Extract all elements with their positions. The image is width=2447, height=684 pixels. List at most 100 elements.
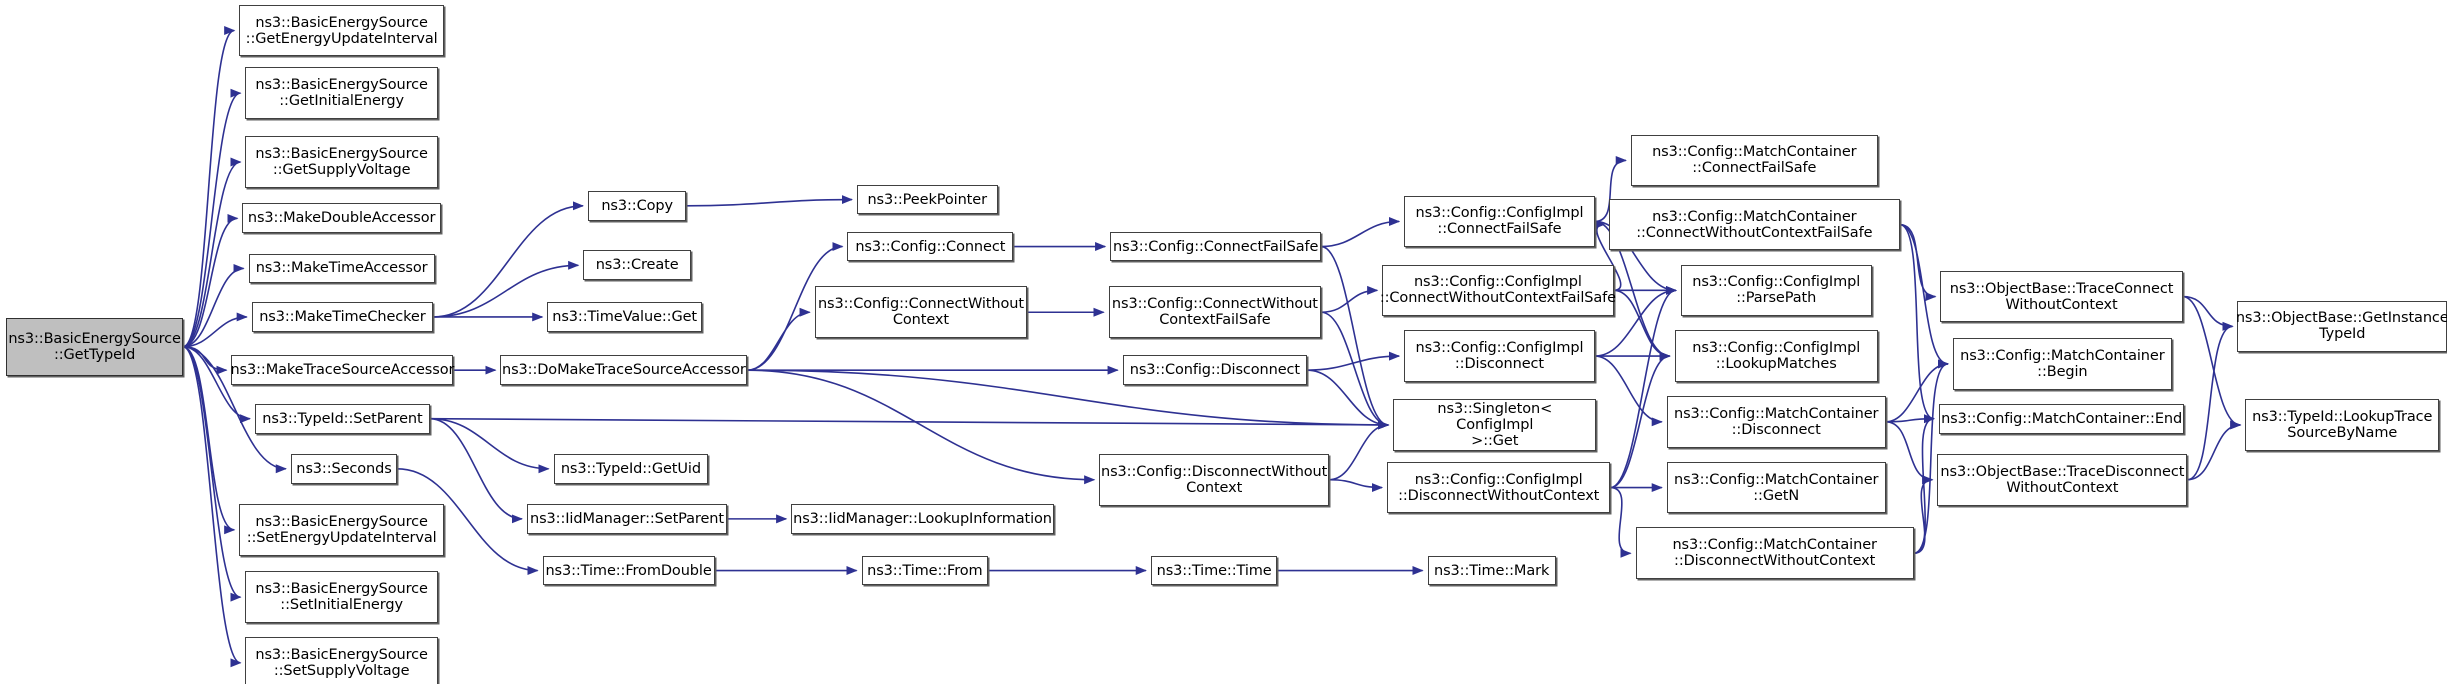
graph-node-label: ns3::IidManager::SetParent xyxy=(530,510,724,527)
graph-node-label: ns3::Config::ConnectWithout Context xyxy=(817,296,1024,329)
graph-edge xyxy=(433,201,585,318)
graph-node[interactable]: ns3::Singleton< ConfigImpl >::Get xyxy=(1393,399,1597,451)
graph-node[interactable]: ns3::BasicEnergySource ::SetInitialEnerg… xyxy=(245,571,438,623)
graph-node[interactable]: ns3::Config::ConnectWithout ContextFailS… xyxy=(1108,286,1322,339)
graph-node-label: ns3::MakeDoubleAccessor xyxy=(247,210,436,227)
graph-node[interactable]: ns3::BasicEnergySource ::GetInitialEnerg… xyxy=(245,67,438,119)
graph-node[interactable]: ns3::Seconds xyxy=(290,453,398,484)
graph-node[interactable]: ns3::BasicEnergySource ::SetEnergyUpdate… xyxy=(239,504,445,556)
graph-node-label: ns3::Config::MatchContainer ::ConnectFai… xyxy=(1652,144,1857,177)
graph-edge xyxy=(1610,486,1632,558)
graph-node[interactable]: ns3::Config::ConfigImpl ::ParsePath xyxy=(1680,264,1872,317)
graph-node-label: ns3::Config::ConfigImpl ::Disconnect xyxy=(1415,340,1584,373)
graph-node[interactable]: ns3::Time::FromDouble xyxy=(542,555,715,586)
graph-node[interactable]: ns3::MakeTraceSourceAccessor xyxy=(230,355,454,386)
graph-node-label: ns3::BasicEnergySource ::GetSupplyVoltag… xyxy=(255,145,428,178)
graph-node[interactable]: ns3::TypeId::GetUid xyxy=(553,453,709,484)
graph-edge xyxy=(1321,217,1401,248)
graph-edge xyxy=(1329,478,1384,493)
graph-node-label: ns3::Config::ConfigImpl ::ParsePath xyxy=(1692,274,1861,307)
graph-node-label: ns3::BasicEnergySource ::GetInitialEnerg… xyxy=(255,77,428,110)
graph-node-label: ns3::Config::ConfigImpl ::DisconnectWith… xyxy=(1398,471,1600,504)
graph-node[interactable]: ns3::Time::Time xyxy=(1150,555,1278,586)
graph-node[interactable]: ns3::Config::MatchContainer ::Begin xyxy=(1952,338,2172,390)
graph-node[interactable]: ns3::IidManager::SetParent xyxy=(526,504,728,534)
graph-node-label: ns3::BasicEnergySource ::SetEnergyUpdate… xyxy=(246,513,437,546)
graph-node-label: ns3::Config::MatchContainer ::Disconnect xyxy=(1673,405,1879,438)
graph-node[interactable]: ns3::Config::MatchContainer ::Disconnect xyxy=(1666,396,1886,448)
graph-edge xyxy=(2187,420,2242,481)
graph-edge xyxy=(1885,414,1935,424)
graph-edge xyxy=(2187,321,2234,481)
graph-node-label: ns3::TimeValue::Get xyxy=(552,308,698,325)
graph-edge xyxy=(2182,295,2234,331)
graph-node[interactable]: ns3::Copy xyxy=(587,190,687,221)
graph-node[interactable]: ns3::Config::ConfigImpl ::ConnectFailSaf… xyxy=(1404,195,1595,248)
graph-edge xyxy=(1610,285,1677,489)
graph-node[interactable]: ns3::TimeValue::Get xyxy=(547,302,703,332)
graph-node[interactable]: ns3::BasicEnergySource ::GetSupplyVoltag… xyxy=(245,136,438,188)
graph-node-label: ns3::Time::Time xyxy=(1156,562,1272,579)
graph-node[interactable]: ns3::Config::ConfigImpl ::Disconnect xyxy=(1404,330,1595,382)
graph-edge xyxy=(1328,420,1390,481)
graph-node[interactable]: ns3::MakeDoubleAccessor xyxy=(242,203,441,234)
graph-edge xyxy=(182,263,245,348)
graph-node[interactable]: ns3::PeekPointer xyxy=(856,184,998,215)
graph-node-label: ns3::IidManager::LookupInformation xyxy=(793,510,1052,527)
graph-node-label: ns3::Config::Disconnect xyxy=(1129,362,1301,379)
graph-node-label: ns3::Seconds xyxy=(296,460,392,477)
graph-edge xyxy=(1610,351,1671,489)
graph-edge xyxy=(1913,475,1934,555)
graph-node-label: ns3::Singleton< ConfigImpl >::Get xyxy=(1437,400,1553,449)
graph-node[interactable]: ns3::Config::ConfigImpl ::LookupMatches xyxy=(1674,330,1878,382)
graph-node-label: ns3::Config::ConfigImpl ::ConnectWithout… xyxy=(1379,274,1616,307)
graph-node[interactable]: ns3::Config::ConnectWithout Context xyxy=(814,286,1028,339)
graph-node-label: ns3::Config::MatchContainer ::ConnectWit… xyxy=(1636,208,1873,241)
graph-node[interactable]: ns3::BasicEnergySource ::SetSupplyVoltag… xyxy=(245,637,438,684)
graph-node-label: ns3::Config::ConfigImpl ::ConnectFailSaf… xyxy=(1415,205,1584,238)
graph-node[interactable]: ns3::MakeTimeChecker xyxy=(251,302,434,332)
graph-node[interactable]: ns3::Config::MatchContainer ::ConnectFai… xyxy=(1630,134,1878,187)
graph-edge xyxy=(182,345,242,668)
graph-node-root[interactable]: ns3::BasicEnergySource ::GetTypeId xyxy=(6,317,183,376)
graph-node[interactable]: ns3::Config::MatchContainer ::ConnectWit… xyxy=(1608,198,1900,251)
graph-node[interactable]: ns3::Config::MatchContainer ::GetN xyxy=(1666,461,1886,514)
graph-node[interactable]: ns3::Config::DisconnectWithout Context xyxy=(1099,453,1330,506)
graph-node[interactable]: ns3::Config::ConfigImpl ::DisconnectWith… xyxy=(1386,461,1611,514)
graph-edge xyxy=(1899,223,1937,302)
graph-node[interactable]: ns3::ObjectBase::GetInstance TypeId xyxy=(2236,300,2447,353)
graph-node[interactable]: ns3::MakeTimeAccessor xyxy=(248,253,435,284)
graph-node[interactable]: ns3::Config::MatchContainer ::Disconnect… xyxy=(1635,527,1914,580)
graph-edge xyxy=(1885,421,1934,485)
graph-node[interactable]: ns3::ObjectBase::TraceConnect WithoutCon… xyxy=(1940,270,2183,323)
graph-node-label: ns3::Time::FromDouble xyxy=(545,562,712,579)
graph-node[interactable]: ns3::ObjectBase::TraceDisconnect Without… xyxy=(1937,453,2188,506)
graph-node[interactable]: ns3::Time::From xyxy=(861,555,989,586)
graph-edge xyxy=(1594,355,1663,427)
graph-node[interactable]: ns3::Config::Disconnect xyxy=(1122,355,1308,386)
graph-node-label: ns3::TypeId::GetUid xyxy=(560,460,701,477)
graph-node[interactable]: ns3::BasicEnergySource ::GetEnergyUpdate… xyxy=(239,4,445,57)
graph-node[interactable]: ns3::DoMakeTraceSourceAccessor xyxy=(500,355,748,386)
graph-node[interactable]: ns3::TypeId::SetParent xyxy=(254,403,430,434)
graph-node-label: ns3::Copy xyxy=(601,197,673,214)
graph-node[interactable]: ns3::Config::MatchContainer::End xyxy=(1938,403,2185,434)
graph-node[interactable]: ns3::Config::Connect xyxy=(847,231,1014,262)
graph-node[interactable]: ns3::Config::ConfigImpl ::ConnectWithout… xyxy=(1380,264,1616,317)
graph-node-label: ns3::MakeTimeAccessor xyxy=(255,260,428,277)
graph-node-label: ns3::Config::ConnectWithout ContextFailS… xyxy=(1111,296,1318,329)
graph-node[interactable]: ns3::TypeId::LookupTrace SourceByName xyxy=(2245,399,2440,451)
graph-edge xyxy=(182,312,248,348)
graph-node-label: ns3::ObjectBase::TraceDisconnect Without… xyxy=(1940,463,2185,496)
graph-node[interactable]: ns3::Time::Mark xyxy=(1427,555,1556,586)
graph-node-label: ns3::BasicEnergySource ::GetEnergyUpdate… xyxy=(245,14,438,47)
graph-node-label: ns3::Config::MatchContainer::End xyxy=(1941,410,2183,427)
graph-node[interactable]: ns3::Create xyxy=(583,250,692,281)
graph-node-label: ns3::Config::MatchContainer ::Disconnect… xyxy=(1672,537,1877,570)
graph-edge xyxy=(429,417,1390,430)
graph-node-label: ns3::Config::MatchContainer ::Begin xyxy=(1960,347,2165,380)
graph-node[interactable]: ns3::Config::ConnectFailSafe xyxy=(1110,231,1322,262)
graph-node[interactable]: ns3::IidManager::LookupInformation xyxy=(791,504,1054,534)
graph-edge xyxy=(747,307,811,371)
